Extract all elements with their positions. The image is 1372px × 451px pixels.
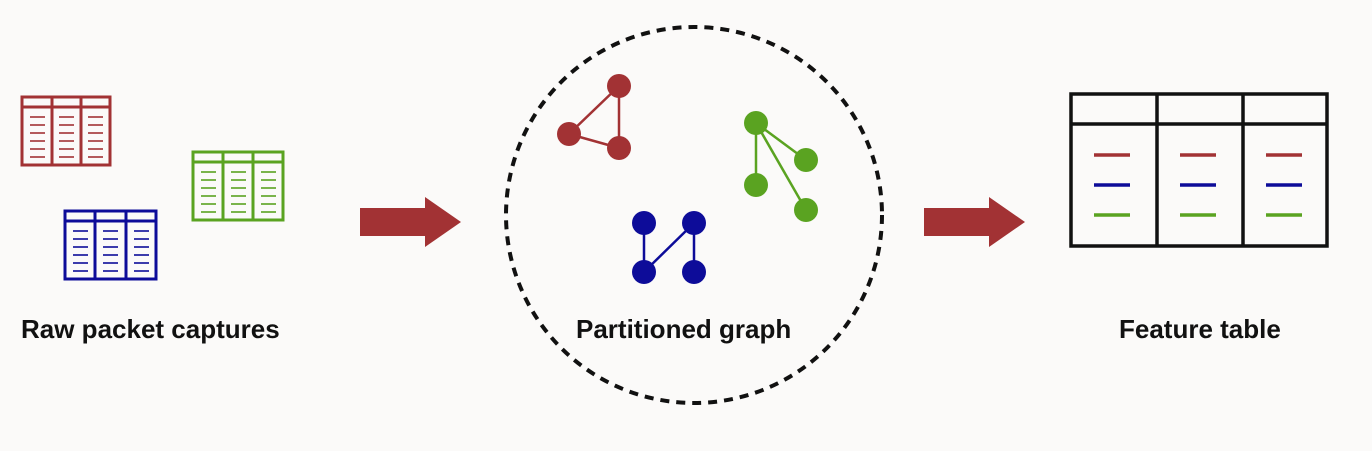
feature-table-label: Feature table — [1119, 314, 1281, 344]
green-graph-component — [744, 111, 818, 222]
graph-node — [632, 211, 656, 235]
red-graph-component — [557, 74, 631, 160]
graph-node — [744, 111, 768, 135]
graph-node — [794, 148, 818, 172]
red-packet-capture-icon — [20, 95, 112, 167]
blue-packet-capture-icon — [63, 209, 158, 281]
right-arrow-icon — [360, 197, 461, 247]
green-packet-capture-icon — [191, 150, 285, 222]
feature-table-icon — [1069, 92, 1329, 248]
raw-packet-captures-label: Raw packet captures — [21, 314, 280, 344]
graph-node — [682, 211, 706, 235]
partitioned-graph-label: Partitioned graph — [576, 314, 792, 344]
graph-node — [794, 198, 818, 222]
blue-graph-component — [632, 211, 706, 284]
right-arrow-icon — [924, 197, 1025, 247]
graph-node — [557, 122, 581, 146]
partition-boundary-circle — [504, 25, 884, 405]
graph-node — [607, 136, 631, 160]
graph-node — [632, 260, 656, 284]
graph-node — [607, 74, 631, 98]
graph-node — [744, 173, 768, 197]
graph-node — [682, 260, 706, 284]
